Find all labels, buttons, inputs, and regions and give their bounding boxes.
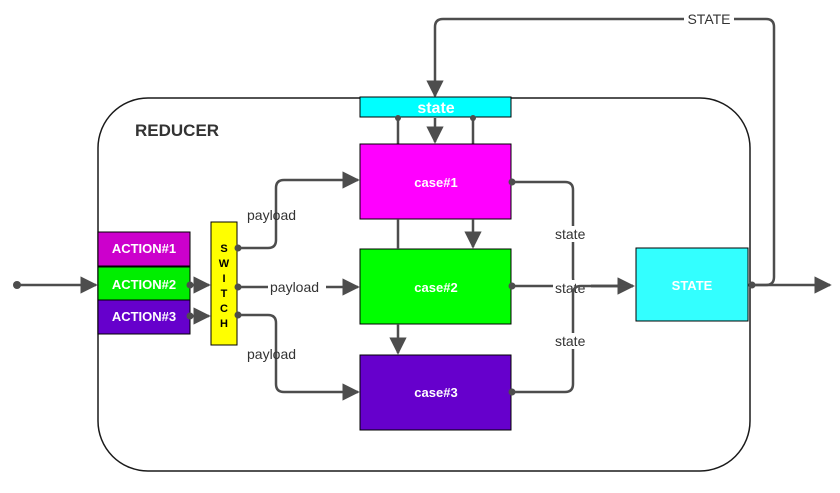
svg-text:W: W <box>219 258 230 270</box>
case-1-label: case#1 <box>414 175 457 190</box>
svg-text:H: H <box>220 318 228 330</box>
switch-box: S W I T C H <box>210 221 238 346</box>
output-state-label: STATE <box>672 278 713 293</box>
state-feedback-loop <box>426 17 776 287</box>
payload-label-3: payload <box>247 346 296 362</box>
state-label-1: state <box>555 226 586 242</box>
action-2-box: ACTION#2 <box>97 266 191 302</box>
state-bar: state <box>359 96 512 118</box>
svg-text:I: I <box>222 273 225 285</box>
case-3-box: case#3 <box>359 354 512 431</box>
case-3-label: case#3 <box>414 385 457 400</box>
payload-label-2: payload <box>270 279 319 295</box>
payload-label-1: payload <box>247 207 296 223</box>
output-state-box: STATE <box>635 247 749 322</box>
svg-text:T: T <box>221 288 228 300</box>
action-1-label: ACTION#1 <box>112 241 176 256</box>
state-label-2: state <box>555 280 586 296</box>
state-loop-label: STATE <box>687 11 730 27</box>
svg-text:C: C <box>220 303 228 315</box>
case-2-box: case#2 <box>359 248 512 325</box>
action-3-box: ACTION#3 <box>97 299 191 335</box>
payload-edge-3 <box>238 313 360 401</box>
svg-text:S: S <box>220 243 227 255</box>
reducer-title: REDUCER <box>135 121 219 140</box>
state-label-3: state <box>555 333 586 349</box>
state-bar-label: state <box>417 100 454 117</box>
action-1-box: ACTION#1 <box>97 231 191 267</box>
payload-edge-1 <box>238 171 360 250</box>
case-1-box: case#1 <box>359 143 512 220</box>
action-2-label: ACTION#2 <box>112 277 176 292</box>
action-3-label: ACTION#3 <box>112 309 176 324</box>
case-2-label: case#2 <box>414 280 457 295</box>
